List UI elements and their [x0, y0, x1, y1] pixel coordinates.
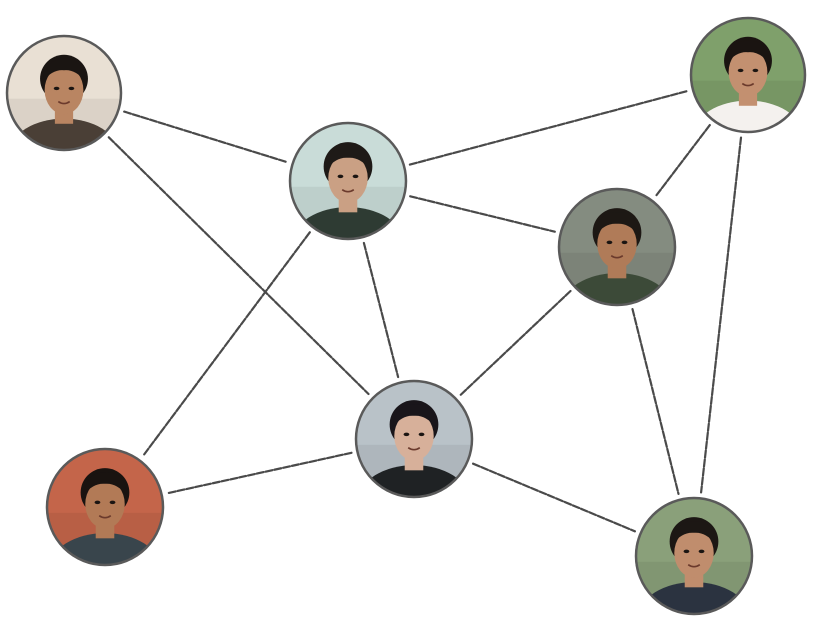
person-avatar-icon: [636, 498, 752, 614]
edge-p1-p5: [107, 136, 370, 396]
edge-p2-p5: [362, 241, 400, 379]
person-avatar-icon: [7, 36, 121, 150]
node-p4[interactable]: [557, 187, 677, 343]
edge-p5-p7: [472, 462, 637, 533]
node-p3[interactable]: [689, 16, 807, 169]
person-avatar-icon: [559, 189, 675, 305]
nodes-layer: [5, 16, 807, 628]
node-p7[interactable]: [634, 496, 754, 628]
node-p1[interactable]: [5, 34, 123, 187]
edge-p4-p7: [631, 308, 680, 495]
edge-p5-p6: [166, 451, 353, 495]
edge-p2-p6: [142, 231, 311, 457]
edge-p2-p4: [409, 195, 556, 233]
edge-p2-p3: [408, 89, 689, 166]
node-p5[interactable]: [354, 379, 474, 535]
edge-p1-p2: [123, 110, 288, 164]
edges-layer: [107, 89, 743, 533]
person-avatar-icon: [47, 449, 163, 565]
edge-p4-p5: [459, 289, 572, 397]
edge-p3-p7: [699, 136, 743, 494]
person-avatar-icon: [691, 18, 805, 132]
person-avatar-icon: [356, 381, 472, 497]
node-p2[interactable]: [288, 121, 408, 277]
edge-p3-p4: [654, 123, 711, 198]
person-avatar-icon: [290, 123, 406, 239]
node-p6[interactable]: [45, 447, 165, 603]
